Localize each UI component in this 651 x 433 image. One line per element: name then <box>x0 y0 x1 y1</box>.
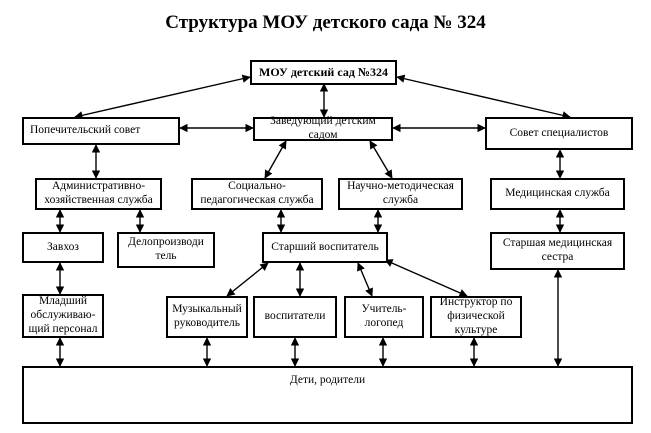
box-medical-service: Медицинская служба <box>490 178 625 210</box>
box-children-parents: Дети, родители <box>22 366 633 424</box>
arrow-senior-music <box>226 262 269 297</box>
arrow-head-social <box>264 140 287 179</box>
box-pe: Инструктор по физической культуре <box>430 296 522 338</box>
box-social-service: Социально-педагогическая служба <box>191 178 323 210</box>
box-specialists: Совет специалистов <box>485 117 633 150</box>
arrow-senior-speech <box>357 262 373 297</box>
box-senior-nurse: Старшая медицинская сестра <box>490 232 625 270</box>
box-teachers: воспитатели <box>253 296 337 338</box>
box-trustees: Попечительский совет <box>22 117 180 145</box>
box-method-service: Научно-методическая служба <box>338 178 463 210</box>
box-zavhoz: Завхоз <box>22 232 104 263</box>
box-senior-teacher: Старший воспитатель <box>262 232 388 263</box>
box-clerk: Делопроизводи тель <box>117 232 215 268</box>
arrow-senior-pe <box>384 259 468 297</box>
diagram-title: Структура МОУ детского сада № 324 <box>165 12 486 33</box>
arrow-mou-specialists <box>396 74 571 120</box>
arrow-head-method <box>369 140 393 179</box>
box-junior-staff: Младший обслуживаю-щий персонал <box>22 294 104 338</box>
box-head: Заведующий детским садом <box>253 115 393 141</box>
box-mou: МОУ детский сад №324 <box>250 60 397 85</box>
box-speech: Учитель-логопед <box>344 296 424 338</box>
box-music: Музыкальный руководитель <box>166 296 248 338</box>
box-admin-service: Административно-хозяйственная служба <box>35 178 162 210</box>
arrow-mou-trustees <box>74 74 251 120</box>
